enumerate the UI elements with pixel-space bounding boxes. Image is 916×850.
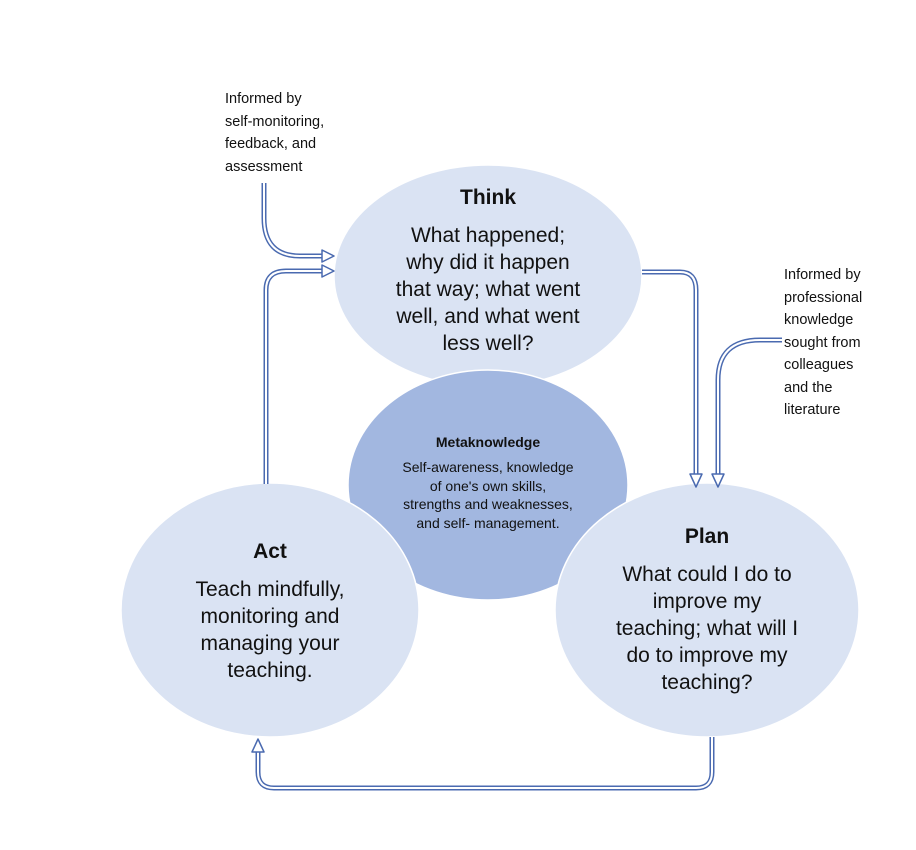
arrow-head-left-note (321, 249, 335, 263)
plan-title: Plan (684, 525, 730, 548)
arrow-head-plan-to-act (251, 738, 265, 753)
center-body: Self-awareness, knowledge of one's own s… (402, 459, 574, 531)
arrow-plan-to-act (257, 737, 713, 789)
act-label-group: Act Teach mindfully, monitoring and mana… (160, 540, 380, 684)
plan-label-group: Plan What could I do to improve my teach… (592, 525, 822, 696)
act-title: Act (253, 540, 287, 563)
arrow-right-note-to-plan-outline (715, 337, 782, 474)
arrow-head-right-note (711, 473, 725, 488)
left-note: Informed by self-monitoring, feedback, a… (225, 91, 325, 175)
right-note: Informed by professional knowledge sough… (784, 267, 863, 418)
center-ellipse (347, 369, 629, 601)
center-label-group: Metaknowledge Self-awareness, knowledge … (378, 434, 598, 532)
think-body: What happened; why did it happen that wa… (395, 224, 581, 355)
plan-ellipse (554, 482, 860, 738)
arrow-head-think-to-plan (689, 473, 703, 488)
arrow-right-note-to-plan (717, 339, 782, 474)
arrow-think-to-plan (642, 271, 697, 474)
think-label-group: Think What happened; why did it happen t… (360, 186, 616, 357)
arrow-think-to-plan-outline (642, 269, 699, 474)
arrow-act-to-think-outline (263, 268, 322, 484)
think-title: Think (460, 186, 516, 209)
arrow-act-to-think (265, 270, 322, 484)
arrow-head-act-to-think (321, 264, 335, 278)
center-title: Metaknowledge (435, 434, 541, 450)
plan-body: What could I do to improve my teaching; … (615, 563, 799, 694)
act-ellipse (120, 482, 420, 738)
act-body: Teach mindfully, monitoring and managing… (195, 578, 345, 682)
arrow-plan-to-act-outline (255, 737, 715, 791)
arrow-left-note-to-think (263, 183, 322, 257)
